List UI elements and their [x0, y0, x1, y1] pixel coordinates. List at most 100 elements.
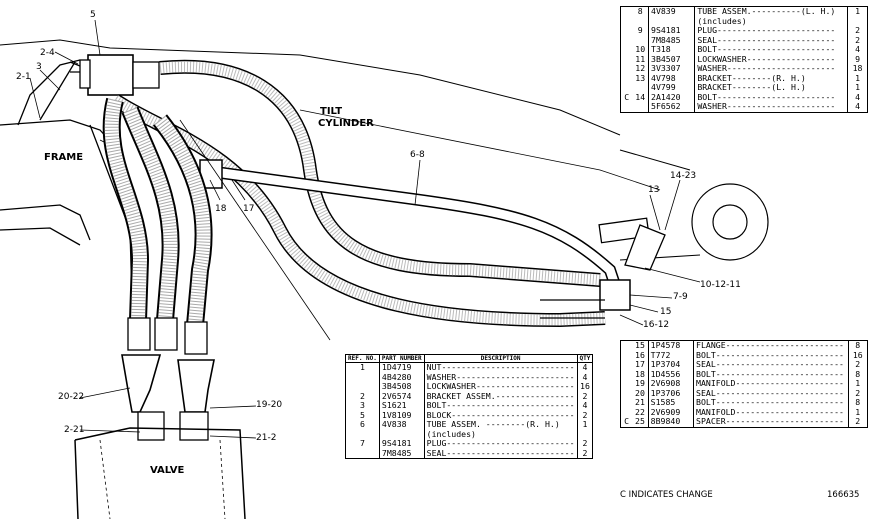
change-note: C INDICATES CHANGE — [620, 490, 713, 500]
part-number: 3V3307 — [648, 63, 696, 74]
part-number: 1P3704 — [648, 359, 695, 370]
quantity: 4 — [582, 400, 588, 410]
ref-number: 3 — [345, 400, 380, 411]
part-number: 3B4508 — [379, 381, 425, 392]
quantity: 1 — [855, 6, 861, 16]
ref-number: 18 — [632, 369, 649, 379]
quantity: 1 — [855, 378, 861, 388]
part-number: 4V799 — [648, 82, 696, 93]
description: MANIFOLD---------------------- — [693, 378, 849, 389]
table-row: (includes) — [621, 16, 868, 26]
description: LOCKWASHER-------------------- — [424, 381, 578, 392]
change-flag — [621, 55, 633, 65]
description: BRACKET--------(R. H.) — [694, 73, 849, 83]
ref-number — [632, 83, 650, 93]
part-number: S1621 — [379, 400, 425, 411]
change-flag — [621, 370, 633, 380]
callout: 19-20 — [256, 400, 283, 410]
description: BRACKET ASSEM.---------------- — [424, 391, 578, 401]
callout: 18 — [215, 204, 227, 214]
callout: 3 — [36, 62, 42, 72]
header-part-number: PART NUMBER — [379, 354, 425, 363]
part-number: 2V6909 — [648, 407, 695, 417]
quantity: 16 — [580, 381, 590, 391]
change-flag — [621, 389, 633, 399]
change-flag — [621, 26, 633, 36]
callout: 14-23 — [670, 171, 697, 181]
ref-number — [632, 16, 650, 26]
ref-number: 22 — [632, 407, 649, 417]
callout: 16-12 — [643, 320, 670, 330]
callout: 10-12-11 — [700, 280, 741, 290]
ref-number: 12 — [632, 63, 650, 74]
callout: 5 — [90, 10, 96, 20]
ref-number: 8 — [632, 6, 650, 17]
part-number: 4V838 — [379, 419, 425, 430]
description: BOLT-------------------------- — [424, 400, 578, 411]
description: (includes) — [424, 429, 578, 439]
header-description: DESCRIPTION — [424, 354, 578, 363]
part-number: 4B4280 — [379, 372, 425, 382]
change-flag — [621, 341, 633, 351]
part-number: 4V839 — [648, 6, 696, 17]
header-qty: QTY — [577, 354, 593, 363]
part-number: 4V798 — [648, 73, 696, 83]
part-number — [379, 429, 425, 439]
change-flag — [621, 36, 633, 46]
part-number: 2V6908 — [648, 378, 695, 389]
description: SPACER------------------------ — [693, 416, 849, 427]
change-flag — [621, 102, 633, 112]
change-flag — [621, 398, 633, 408]
ref-number: 2 — [345, 391, 380, 401]
change-flag — [621, 7, 633, 17]
quantity: 2 — [855, 387, 861, 398]
description: BRACKET--------(L. H.) — [694, 82, 849, 93]
callout: 15 — [660, 307, 672, 317]
part-number: 1V8109 — [379, 410, 425, 420]
quantity: 2 — [582, 438, 588, 448]
cylinder-label: CYLINDER — [318, 118, 374, 129]
quantity: 2 — [582, 447, 588, 458]
description: SEAL-------------------------- — [693, 388, 849, 398]
header-ref: REF. NO. — [345, 354, 380, 363]
quantity: 9 — [855, 53, 861, 64]
part-number: 5F6562 — [648, 101, 696, 112]
quantity: 2 — [855, 359, 861, 369]
ref-number: 14 — [632, 92, 650, 102]
part-number: 9S4181 — [648, 25, 696, 36]
quantity: 4 — [582, 362, 588, 372]
ref-number: 13 — [632, 73, 650, 83]
ref-number: 17 — [632, 359, 649, 370]
description: SEAL-------------------------- — [693, 359, 849, 370]
ref-number: 20 — [632, 388, 649, 398]
callout: 2-21 — [64, 425, 85, 435]
quantity: 8 — [855, 397, 861, 407]
change-flag — [621, 45, 633, 55]
ref-number: 1 — [345, 362, 380, 373]
part-number: 8B9840 — [648, 416, 695, 427]
ref-number: 15 — [632, 340, 649, 351]
part-number: 7M8485 — [379, 448, 425, 459]
quantity: 8 — [855, 340, 861, 350]
